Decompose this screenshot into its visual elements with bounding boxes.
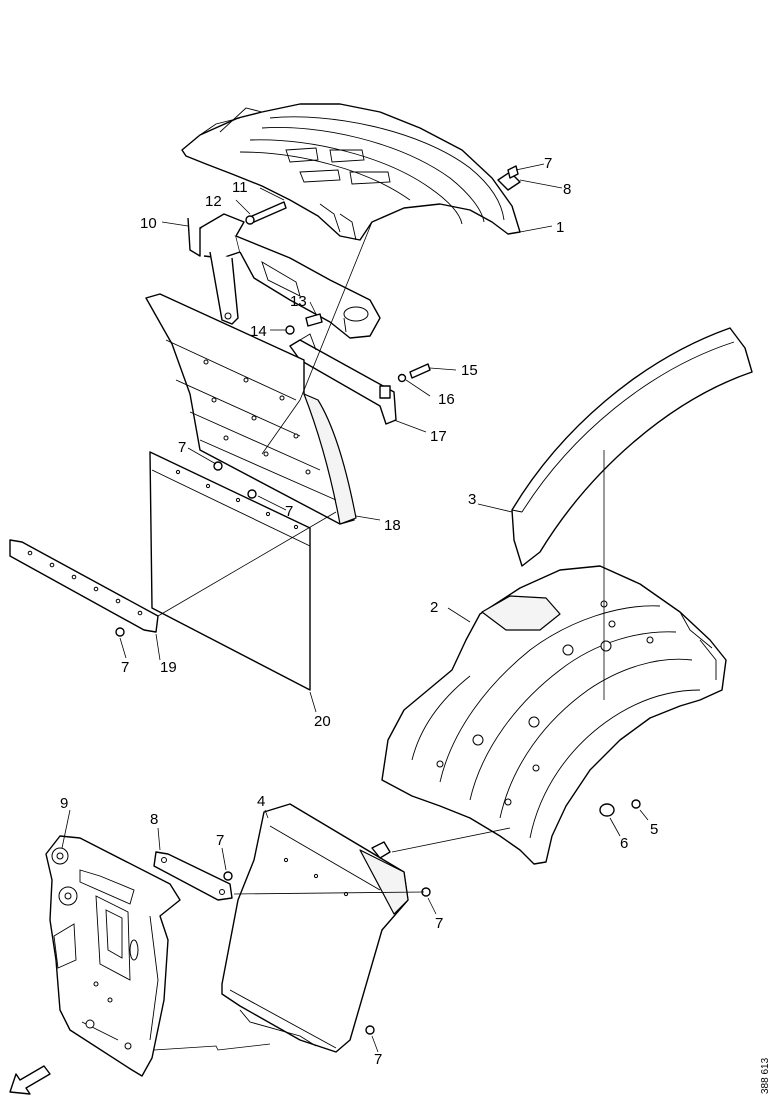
callout-9: 9 [60,795,68,812]
part-8-bracket-lower [153,851,233,901]
callout-7-panel-a: 7 [178,439,186,456]
callout-14: 14 [250,323,267,340]
callout-5: 5 [650,821,658,838]
callout-8-bracket: 8 [150,811,158,828]
callout-7-cover-right: 7 [435,915,443,932]
part-19-retaining-strip [9,539,159,633]
arrow-forward-left-icon [9,1065,51,1095]
callout-leaders [61,163,649,1053]
callout-17: 17 [430,428,447,445]
fastener-5-nut [631,799,641,809]
part-1-upper-mudguard [181,103,521,241]
callout-13: 13 [290,293,307,310]
callout-2: 2 [430,599,438,616]
callout-numbers: 1 2 3 4 5 6 7 7 7 7 7 7 7 8 8 9 10 11 12… [60,155,658,1068]
assembly-guide-lines [153,221,605,1051]
part-2-wheel-arch [381,565,727,865]
callout-1: 1 [556,219,564,236]
drawing-code: 388 613 [760,1057,771,1094]
fastener-7-strip [115,627,125,637]
callout-19: 19 [160,659,177,676]
callout-15: 15 [461,362,478,379]
callout-7-strip: 7 [121,659,129,676]
part-20-mud-flap [149,451,311,691]
callout-16: 16 [438,391,455,408]
callout-18: 18 [384,517,401,534]
callout-7-cover-bottom: 7 [374,1051,382,1068]
callout-10: 10 [140,215,157,232]
part-9-mounting-plate [45,835,181,1077]
callout-12: 12 [205,193,222,210]
fastener-14-nut [285,325,295,335]
callout-7-top: 7 [544,155,552,172]
part-4-lower-cover [221,803,409,1053]
callout-3: 3 [468,491,476,508]
fastener-7-plate [223,871,233,881]
callout-11: 11 [232,179,248,196]
fastener-12-11-bolt [245,201,287,225]
part-18-splash-panel [145,293,357,525]
callout-7-plate: 7 [216,832,224,849]
fastener-4-clip [371,841,391,859]
callout-6: 6 [620,835,628,852]
fastener-6-washer [599,803,615,817]
part-3-arch-strip [511,327,753,567]
fastener-7-panel-b [247,489,257,499]
callout-20: 20 [314,713,331,730]
fastener-7-cover-bottom [365,1025,375,1035]
part-10-bracket [187,213,381,339]
callout-7-panel-b: 7 [285,503,293,520]
callout-4: 4 [257,793,265,810]
fastener-13-bolt [305,313,323,327]
fastener-16-15-bolt [397,363,431,383]
fastener-7-top [507,165,519,179]
callout-8-top: 8 [563,181,571,198]
